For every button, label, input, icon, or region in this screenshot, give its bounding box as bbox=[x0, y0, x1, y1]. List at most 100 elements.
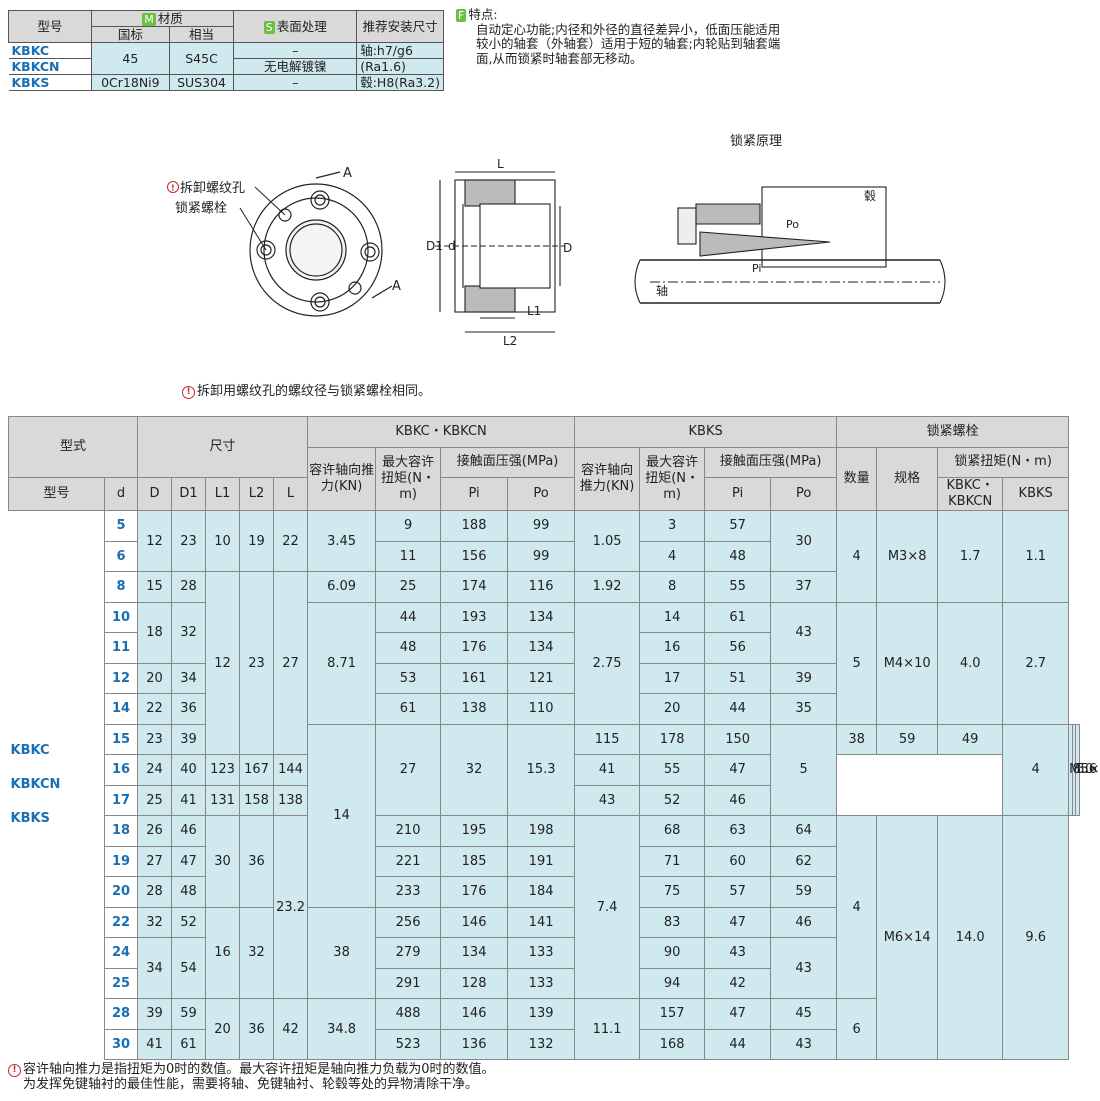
d-cell: 22 bbox=[103, 906, 139, 938]
principle-title: 锁紧原理 bbox=[730, 133, 782, 149]
d-cell: 28 bbox=[103, 998, 139, 1030]
steel-equiv: S45C bbox=[168, 42, 235, 75]
L-cell: 42 bbox=[273, 998, 309, 1060]
pi-s-cell: 60 bbox=[704, 845, 772, 877]
po-c-cell: 139 bbox=[507, 998, 576, 1030]
D1-cell: 48 bbox=[171, 876, 207, 908]
th-axial-s: 容许轴向推力(KN) bbox=[574, 446, 641, 511]
D-cell: 25 bbox=[137, 784, 173, 816]
torque-s-cell: 3 bbox=[639, 510, 706, 542]
sus-std: 0Cr18Ni9 bbox=[90, 74, 170, 91]
th-L1: L1 bbox=[205, 477, 241, 511]
po-c-cell: 121 bbox=[507, 662, 576, 694]
count-cell: 4 bbox=[836, 510, 878, 603]
D-cell: 20 bbox=[137, 662, 173, 694]
torque-c-cell: 25 bbox=[375, 571, 442, 603]
L-cell: 32 bbox=[440, 723, 509, 816]
torque-s-cell: 75 bbox=[639, 876, 706, 908]
hdr-fit: 推荐安装尺寸 bbox=[356, 10, 444, 43]
torque-s-cell: 90 bbox=[639, 937, 706, 969]
th-Po-c: Po bbox=[507, 477, 576, 511]
torque-s-cell: 14 bbox=[639, 601, 706, 633]
po-s-cell: 39 bbox=[770, 662, 838, 694]
po-c-cell: 99 bbox=[507, 510, 576, 542]
pi-c-cell: 134 bbox=[440, 937, 509, 969]
axial-c-cell: 6.09 bbox=[307, 571, 377, 603]
po-c-cell: 133 bbox=[507, 967, 576, 999]
D1-cell: 32 bbox=[171, 601, 207, 664]
front-view bbox=[249, 171, 393, 317]
torque-c-cell: 44 bbox=[375, 601, 442, 633]
model-cell: KBKC KBKCN KBKS bbox=[8, 510, 105, 1060]
pi-s-cell: 61 bbox=[704, 601, 772, 633]
pi-s-cell: 56 bbox=[704, 632, 772, 664]
pi-s-cell: 55 bbox=[704, 571, 772, 603]
D-cell: 24 bbox=[137, 754, 173, 786]
th-pressure-s: 接触面压强(MPa) bbox=[704, 446, 838, 478]
L2-cell: 36 bbox=[239, 998, 275, 1060]
callout-lock-bolt: 锁紧螺栓 bbox=[175, 200, 227, 216]
d-cell: 25 bbox=[103, 967, 139, 999]
d-cell: 18 bbox=[103, 815, 139, 847]
dim-L2: L2 bbox=[503, 334, 517, 348]
spec-table: 型式 尺寸 KBKC・KBKCN KBKS 锁紧螺栓 容许轴向推力(KN) 最大… bbox=[7, 416, 1100, 1060]
spec-cell: M6×14 bbox=[876, 815, 939, 1060]
axial-s-cell: 1.05 bbox=[574, 510, 641, 572]
pi-s-cell: 44 bbox=[704, 693, 772, 725]
torque-c-cell: 53 bbox=[375, 662, 442, 694]
D1-cell: 52 bbox=[171, 906, 207, 938]
po-c-cell: 132 bbox=[507, 1028, 576, 1060]
po-c-cell: 134 bbox=[507, 632, 576, 664]
pi-c-cell: 174 bbox=[440, 571, 509, 603]
po-s-cell: 62 bbox=[770, 845, 838, 877]
pi-s-cell: 47 bbox=[704, 998, 772, 1030]
fit-1: 轴:h7/g6 bbox=[356, 42, 444, 59]
torque-c-cell: 523 bbox=[375, 1028, 442, 1060]
pi-c-cell: 138 bbox=[440, 693, 509, 725]
hdr-model: 型号 bbox=[8, 10, 92, 43]
torque-c-cell: 123 bbox=[205, 754, 241, 786]
d-cell: 19 bbox=[103, 845, 139, 877]
dim-d: d bbox=[448, 239, 456, 253]
axial-s-cell: 2.75 bbox=[574, 601, 641, 725]
pi-s-cell: 63 bbox=[704, 815, 772, 847]
L2-cell: 27 bbox=[375, 723, 442, 816]
po-s-cell: 64 bbox=[770, 815, 838, 847]
torque-c-cell: 9 bbox=[375, 510, 442, 542]
pi-s-cell: 55 bbox=[639, 754, 706, 786]
pi-s-cell: 57 bbox=[704, 510, 772, 542]
pi-c-cell: 195 bbox=[440, 815, 509, 847]
L2-cell: 32 bbox=[239, 906, 275, 999]
po-s-cell: 37 bbox=[770, 571, 838, 603]
L1-cell: 20 bbox=[205, 998, 241, 1060]
features-line-1: 自动定心功能;内径和外径的直径差异小，低面压能适用 bbox=[476, 21, 781, 37]
L-cell: 22 bbox=[273, 510, 309, 572]
po-c-cell: 191 bbox=[507, 845, 576, 877]
po-s-cell: 43 bbox=[770, 937, 838, 999]
axial-s-cell: 11.1 bbox=[574, 998, 641, 1060]
pi-c-cell: 146 bbox=[440, 906, 509, 938]
tq-s-cell: 5.6 bbox=[1075, 723, 1097, 816]
label-A-top: A bbox=[343, 166, 352, 181]
diagram-note-text: 拆卸用螺纹孔的螺纹径与锁紧螺栓相同。 bbox=[197, 384, 432, 399]
torque-s-cell: 8 bbox=[639, 571, 706, 603]
D1-cell: 46 bbox=[171, 815, 207, 847]
d-cell: 15 bbox=[103, 723, 139, 755]
D1-cell: 59 bbox=[171, 998, 207, 1030]
label-A-bottom: A bbox=[392, 279, 401, 294]
D-cell: 12 bbox=[137, 510, 173, 572]
D1-cell: 39 bbox=[171, 723, 207, 755]
d-cell: 12 bbox=[103, 662, 139, 694]
label-Pi: Pi bbox=[752, 262, 761, 275]
th-kbks: KBKS bbox=[574, 416, 838, 448]
po-c-cell: 133 bbox=[507, 937, 576, 969]
th-Pi-c: Pi bbox=[440, 477, 509, 511]
surface-badge: S bbox=[263, 21, 275, 34]
surface-none-2: – bbox=[233, 74, 358, 91]
th-bolt: 锁紧螺栓 bbox=[836, 416, 1070, 448]
label-Po: Po bbox=[786, 218, 799, 231]
L-cell: 36 bbox=[239, 815, 275, 908]
